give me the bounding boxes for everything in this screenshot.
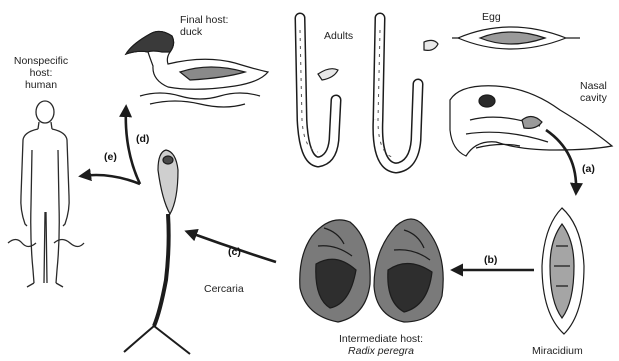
step-label-e: (e) [104, 151, 117, 163]
miracidium-illustration [542, 208, 584, 334]
intermediate-host-label: Intermediate host: Radix peregra [326, 333, 436, 357]
step-label-a: (a) [582, 163, 595, 175]
final-host-label: Final host: duck [180, 14, 228, 38]
nonspecific-host-line-3: human [10, 79, 72, 91]
egg-illustration [452, 27, 580, 49]
nonspecific-host-line-1: Nonspecific [10, 55, 72, 67]
arrow-d [126, 108, 140, 184]
snail-shells [300, 219, 443, 322]
nasal-cavity-line-1: Nasal [580, 80, 607, 92]
arrow-e [82, 175, 140, 184]
duck-illustration [126, 31, 268, 107]
nasal-cavity-label: Nasal cavity [580, 80, 607, 104]
nasal-cavity-line-2: cavity [580, 92, 607, 104]
step-label-d: (d) [136, 133, 149, 145]
step-label-b: (b) [484, 254, 497, 266]
final-host-line-2: duck [180, 26, 228, 38]
adults-label: Adults [324, 30, 353, 42]
miracidium-label: Miracidium [532, 345, 583, 357]
intermediate-host-title: Intermediate host: [326, 333, 436, 345]
nonspecific-host-line-2: host: [10, 67, 72, 79]
final-host-line-1: Final host: [180, 14, 228, 26]
adult-worms [300, 18, 438, 168]
intermediate-host-species: Radix peregra [326, 345, 436, 357]
step-label-c: (c) [228, 246, 241, 258]
human-figure [8, 101, 84, 287]
cercaria-label: Cercaria [204, 283, 244, 295]
egg-label: Egg [482, 11, 501, 23]
nonspecific-host-label: Nonspecific host: human [10, 55, 72, 91]
